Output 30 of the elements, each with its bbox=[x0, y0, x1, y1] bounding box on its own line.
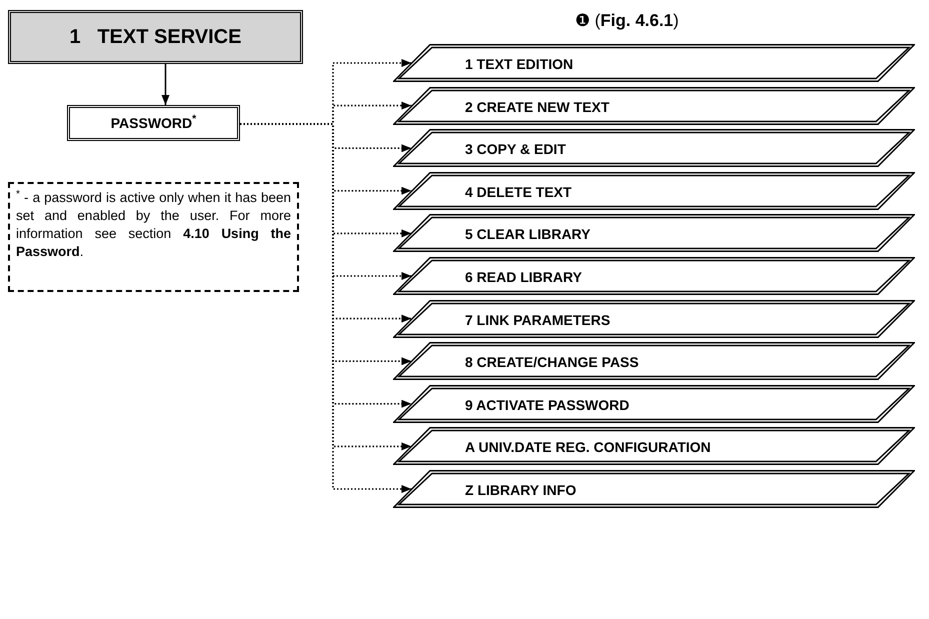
menu-item-parallelogram bbox=[393, 257, 915, 295]
menu-item-parallelogram bbox=[393, 427, 915, 466]
menu-item-text: 8 CREATE/CHANGE PASS bbox=[465, 353, 639, 372]
menu-item-text: 2 CREATE NEW TEXT bbox=[465, 98, 610, 117]
menu-item-text: A UNIV.DATE REG. CONFIGURATION bbox=[465, 438, 711, 458]
menu-item-parallelogram bbox=[393, 44, 915, 82]
title-text: 1 TEXT SERVICE bbox=[70, 25, 242, 50]
menu-item-parallelogram bbox=[393, 129, 915, 168]
password-box bbox=[67, 105, 240, 141]
menu-item-text: 4 DELETE TEXT bbox=[465, 182, 572, 202]
menu-item-text: 6 READ LIBRARY bbox=[465, 268, 582, 287]
menu-item-parallelogram bbox=[393, 214, 915, 252]
menu-item-parallelogram bbox=[393, 300, 915, 338]
menu-title-box bbox=[8, 10, 303, 64]
menu-item-parallelogram bbox=[393, 172, 915, 210]
note-box bbox=[8, 182, 299, 292]
menu-item-parallelogram bbox=[393, 384, 915, 423]
menu-item-text: 7 LINK PARAMETERS bbox=[465, 310, 610, 330]
menu-item-parallelogram bbox=[393, 86, 915, 125]
note-text: $^{*}$ - a password is active only when it has been set and enabled by the user. For more information see section 4.10 Using the Password. bbox=[16, 189, 291, 261]
menu-item-text: Z LIBRARY INFO bbox=[465, 481, 576, 500]
menu-item-text: 5 CLEAR LIBRARY bbox=[465, 225, 590, 244]
password-text: PASSWORD$^{*}$ bbox=[110, 112, 196, 132]
arrow bbox=[162, 64, 170, 105]
menu-item-text: 9 ACTIVATE PASSWORD bbox=[465, 396, 630, 415]
menu-item-parallelogram bbox=[393, 342, 915, 380]
figure-reference: ❶ (Fig. 4.6.1) bbox=[575, 10, 679, 32]
menu-item-text: 1 TEXT EDITION bbox=[465, 55, 574, 74]
menu-item-text: 3 COPY & EDIT bbox=[465, 140, 566, 160]
menu-item-parallelogram bbox=[393, 470, 915, 508]
